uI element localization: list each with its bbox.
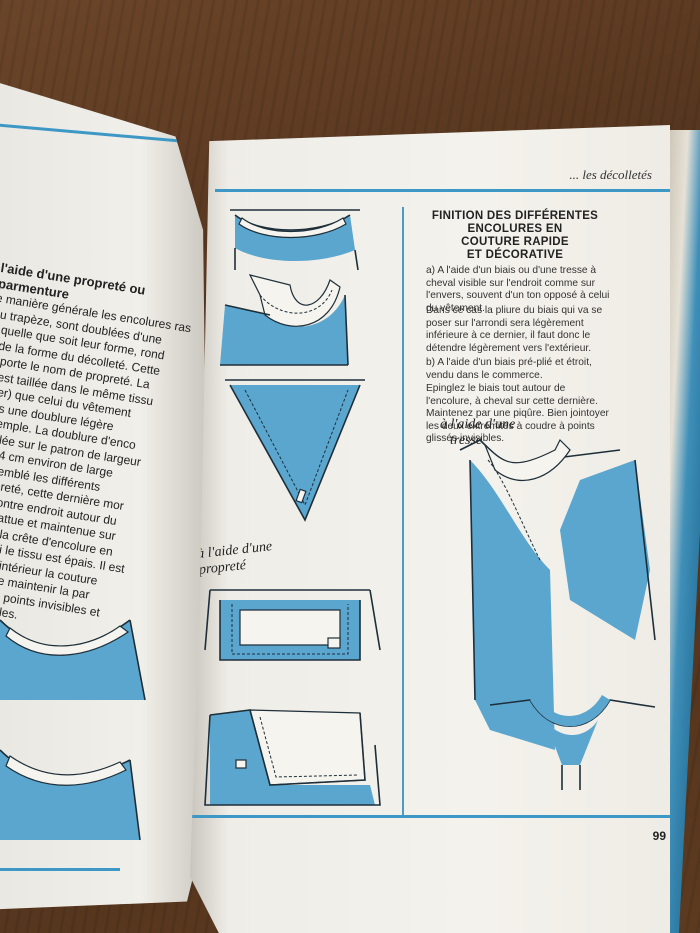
left-page-illustrations <box>0 619 146 871</box>
title-line: ET DÉCORATIVE <box>466 249 564 261</box>
paragraph-b: b) A l'aide d'un biais pré-plié et étroi… <box>426 357 592 381</box>
caption-line: à l'aide d'une <box>440 417 516 432</box>
right-page-illustrations <box>190 209 670 818</box>
title-line: COUTURE RAPIDE <box>461 236 569 248</box>
bottom-blue-rule-left <box>0 868 120 871</box>
bottom-blue-rule-right <box>190 815 670 818</box>
neckline-bias-finish-illustration <box>489 695 656 790</box>
column-divider <box>402 207 404 817</box>
top-blue-rule-right <box>215 189 670 192</box>
paragraph-epinglez: Epinglez le biais tout autour de l'encol… <box>426 383 609 444</box>
caption-line: tresse <box>450 433 483 448</box>
caption-tresse: à l'aide d'une tresse <box>440 417 515 449</box>
v-neck-illustration <box>225 379 365 522</box>
wrap-garment-tresse-illustration <box>459 438 656 750</box>
square-neck-facing-illustration <box>204 589 381 661</box>
paragraph-dans: Dans ce cas la pliure du biais qui va se… <box>426 305 603 354</box>
neckline-facing-illustration <box>220 274 349 366</box>
running-head: ... les décolletés <box>569 167 652 182</box>
right-page: ... les décolletés FINITION DES DIFFÉREN… <box>190 125 670 933</box>
page-number: 99 <box>652 829 666 843</box>
left-neckline-illustration-2 <box>0 749 141 841</box>
left-page: l'aide d'une propreté ou parmenture e ma… <box>0 77 210 910</box>
title-line: ENCOLURES EN <box>467 223 563 235</box>
title-line: FINITION DES DIFFÉRENTES <box>431 210 599 222</box>
paragraph-a: a) A l'aide d'un biais ou d'une tresse à… <box>426 265 610 314</box>
left-neckline-illustration-1 <box>0 619 146 701</box>
neckline-round-illustration <box>230 209 360 271</box>
square-neck-finished-illustration <box>204 709 381 806</box>
section-title: FINITION DES DIFFÉRENTES ENCOLURES EN CO… <box>415 210 615 262</box>
